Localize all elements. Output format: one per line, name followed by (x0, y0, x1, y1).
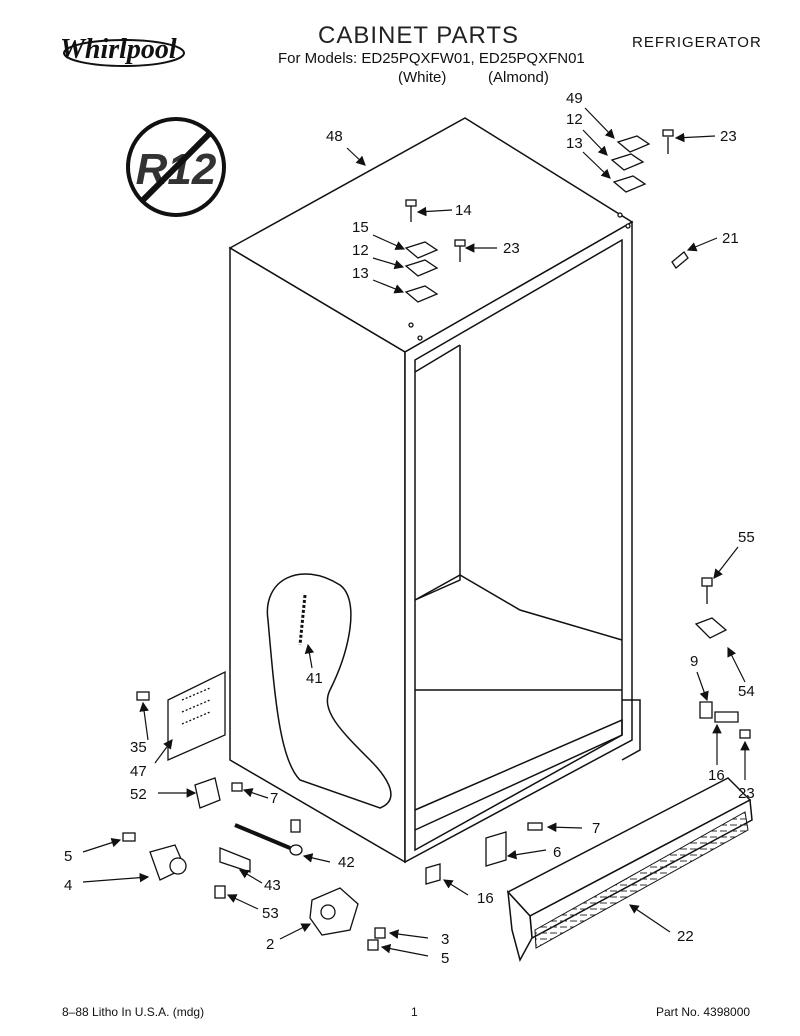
callout-42: 42 (338, 854, 355, 871)
callout-47: 47 (130, 763, 147, 780)
callout-12-top: 12 (566, 111, 583, 128)
lower-hinge-right (694, 577, 751, 739)
callout-41: 41 (306, 670, 323, 687)
cabinet-shell (228, 117, 641, 864)
lower-left-parts (122, 670, 386, 951)
callout-21: 21 (722, 230, 739, 247)
r12-prohibited-badge: R12 (126, 117, 226, 217)
callout-7-left: 7 (270, 790, 278, 807)
callout-16-center: 16 (477, 890, 494, 907)
callout-4: 4 (64, 877, 72, 894)
callout-leaders (82, 107, 750, 957)
callout-49: 49 (566, 90, 583, 107)
models-line: For Models: ED25PQXFW01, ED25PQXFN01 (278, 50, 585, 67)
callout-5-left: 5 (64, 848, 72, 865)
whirlpool-logo-swoosh (63, 39, 185, 67)
callout-23-top: 23 (720, 128, 737, 145)
callout-13-mid: 13 (352, 265, 369, 282)
color-variants: (White) (Almond) (398, 69, 549, 86)
footer-printing: 8–88 Litho In U.S.A. (mdg) (62, 1005, 205, 1019)
callout-2: 2 (266, 936, 274, 953)
callout-22: 22 (677, 928, 694, 945)
callout-43: 43 (264, 877, 281, 894)
upper-hinge-right (610, 129, 689, 269)
callout-15: 15 (352, 219, 369, 236)
callout-53: 53 (262, 905, 279, 922)
callout-23-mid: 23 (503, 240, 520, 257)
callout-14: 14 (455, 202, 472, 219)
callout-35: 35 (130, 739, 147, 756)
footer-page-number: 1 (411, 1005, 418, 1019)
callout-48: 48 (326, 128, 343, 145)
category-label: REFRIGERATOR (632, 34, 762, 51)
callout-3: 3 (441, 931, 449, 948)
callout-54: 54 (738, 683, 755, 700)
callout-9: 9 (690, 653, 698, 670)
center-lower-parts (425, 822, 543, 885)
upper-hinge-center (404, 199, 466, 341)
side-cutout (266, 573, 392, 809)
callout-55: 55 (738, 529, 755, 546)
callout-16-right: 16 (708, 767, 725, 784)
callout-12-mid: 12 (352, 242, 369, 259)
callout-7-center: 7 (592, 820, 600, 837)
callout-6: 6 (553, 844, 561, 861)
drain-tube (298, 594, 307, 646)
toe-grille (506, 777, 753, 963)
callout-23-right: 23 (738, 785, 755, 802)
callout-52: 52 (130, 786, 147, 803)
footer-part-number: Part No. 4398000 (656, 1005, 751, 1019)
callout-13-top: 13 (566, 135, 583, 152)
brand-logo: Whirlpool (60, 34, 177, 65)
page-title: CABINET PARTS (318, 22, 520, 49)
callout-5-bottom: 5 (441, 950, 449, 967)
